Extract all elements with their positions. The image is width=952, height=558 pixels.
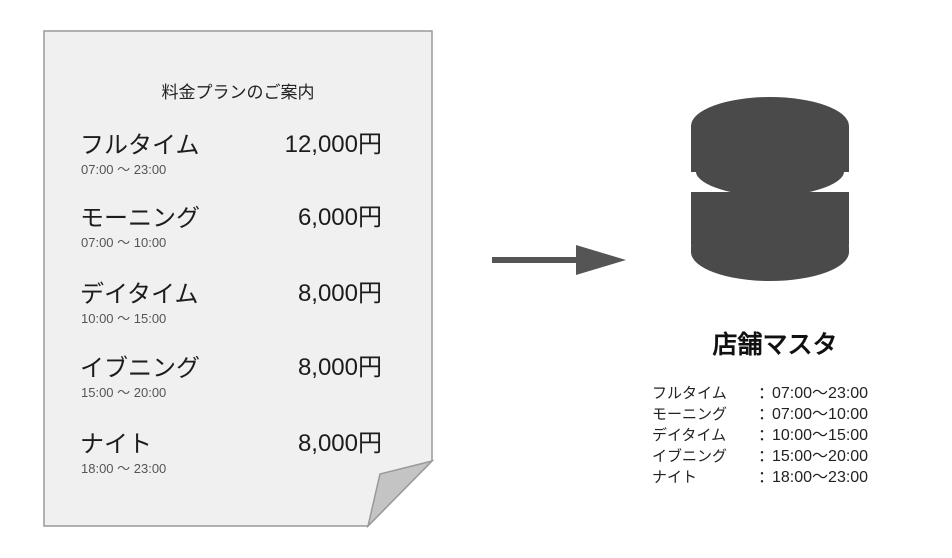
master-row: イブニング ： 15:00～20:00 [652,446,868,467]
plan-name: フルタイム [80,131,200,159]
master-title: 店舗マスタ [712,330,838,359]
plan-price: 12,000円 [284,131,382,158]
master-row-time: 10:00～15:00 [772,427,869,444]
plan-name: デイタイム [80,280,199,308]
master-row-separator: ： [758,427,775,444]
master-row-time: 18:00～23:00 [772,469,869,486]
master-row-name: モーニング [652,405,728,423]
plan-name: イブニング [80,354,200,382]
master-row: ナイト ： 18:00～23:00 [652,467,868,488]
plan-time: 10:00 ～ 15:00 [81,311,167,326]
page-curl [366,459,435,529]
master-row-name: デイタイム [652,426,727,444]
master-row-name: ナイト [652,468,698,486]
master-row-time: 07:00～23:00 [772,385,869,402]
master-row: モーニング ： 07:00～10:00 [652,404,868,425]
master-row-separator: ： [758,406,775,423]
right-arrow-icon [492,245,626,275]
plan-price: 8,000円 [297,280,382,307]
plan-name: モーニング [80,204,200,232]
master-row-time: 15:00～20:00 [772,448,869,465]
master-row-separator: ： [758,385,775,402]
master-row-separator: ： [758,469,775,486]
master-row: フルタイム ： 07:00～23:00 [652,383,868,404]
master-list: フルタイム ： 07:00～23:00 モーニング ： 07:00～10:00 … [652,383,868,488]
plan-time: 07:00 ～ 23:00 [81,162,167,177]
plan-price: 8,000円 [297,430,382,457]
database-icon [690,97,850,281]
master-row-name: イブニング [652,447,728,465]
plan-price: 6,000円 [297,204,382,231]
plan-name: ナイト [80,430,152,458]
plan-time: 15:00 ～ 20:00 [81,385,167,400]
master-row-name: フルタイム [652,384,727,402]
plan-time: 18:00 ～ 23:00 [81,461,167,476]
flyer-title: 料金プランのご案内 [161,83,315,103]
plan-time: 07:00 ～ 10:00 [81,235,167,250]
master-row-separator: ： [758,448,775,465]
master-row-time: 07:00～10:00 [772,406,869,423]
plan-price: 8,000円 [297,354,382,381]
master-row: デイタイム ： 10:00～15:00 [652,425,868,446]
